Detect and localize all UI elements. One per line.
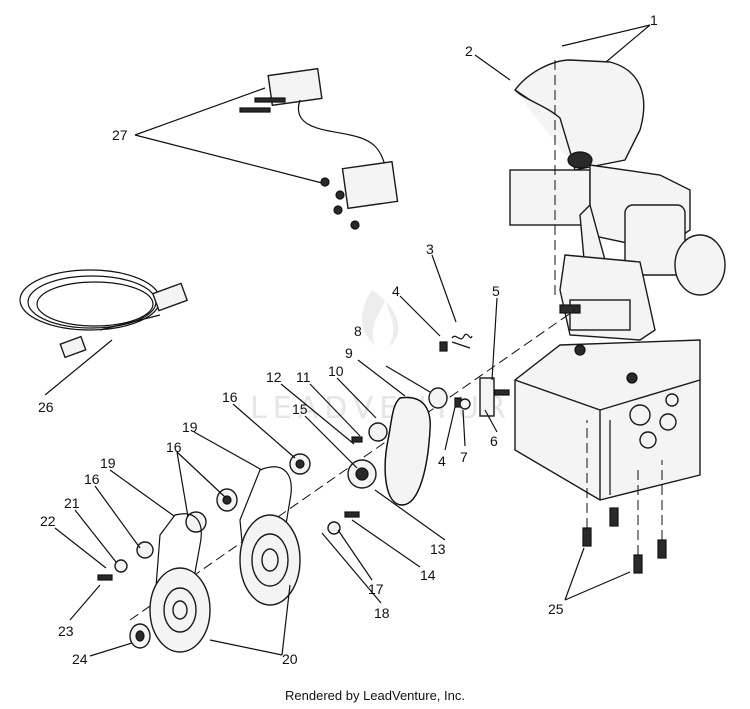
callout-4: 4 [392, 283, 400, 299]
callout-16-top: 16 [222, 389, 238, 405]
callout-7: 7 [460, 449, 468, 465]
callout-17: 17 [368, 581, 384, 597]
callout-11: 11 [296, 369, 311, 385]
callout-9: 9 [345, 345, 353, 361]
callout-12: 12 [266, 369, 282, 385]
bolts-25 [582, 420, 667, 574]
callout-6: 6 [490, 433, 498, 449]
callout-23: 23 [58, 623, 74, 639]
callout-14: 14 [420, 567, 436, 583]
callout-13: 13 [430, 541, 446, 557]
callout-5: 5 [492, 283, 500, 299]
leader-lines [44, 24, 651, 657]
electric-starter [239, 67, 399, 230]
engine-assembly [509, 59, 726, 341]
callout-20: 20 [282, 651, 298, 667]
footer-credit: Rendered by LeadVenture, Inc. [285, 688, 465, 703]
callout-16-left: 16 [84, 471, 100, 487]
callout-4-lower: 4 [438, 453, 446, 469]
callout-10: 10 [328, 363, 344, 379]
callout-25: 25 [548, 601, 564, 617]
chassis-plate [514, 339, 701, 501]
callout-numbers: 1 2 3 4 5 8 9 10 11 12 16 15 19 6 7 4 16… [38, 12, 658, 667]
callout-2: 2 [465, 43, 473, 59]
callout-1: 1 [650, 12, 658, 28]
callout-24: 24 [72, 651, 88, 667]
callout-16-mid: 16 [166, 439, 182, 455]
callout-19-top: 19 [182, 419, 198, 435]
callout-19-left: 19 [100, 455, 116, 471]
callout-22: 22 [40, 513, 56, 529]
callout-27: 27 [112, 127, 128, 143]
callout-15: 15 [292, 401, 308, 417]
callout-8: 8 [354, 323, 362, 339]
callout-18: 18 [374, 605, 390, 621]
pulleys [129, 459, 377, 653]
callout-21: 21 [64, 495, 80, 511]
callout-3: 3 [426, 241, 434, 257]
power-cord [19, 269, 189, 359]
callout-26: 26 [38, 399, 54, 415]
